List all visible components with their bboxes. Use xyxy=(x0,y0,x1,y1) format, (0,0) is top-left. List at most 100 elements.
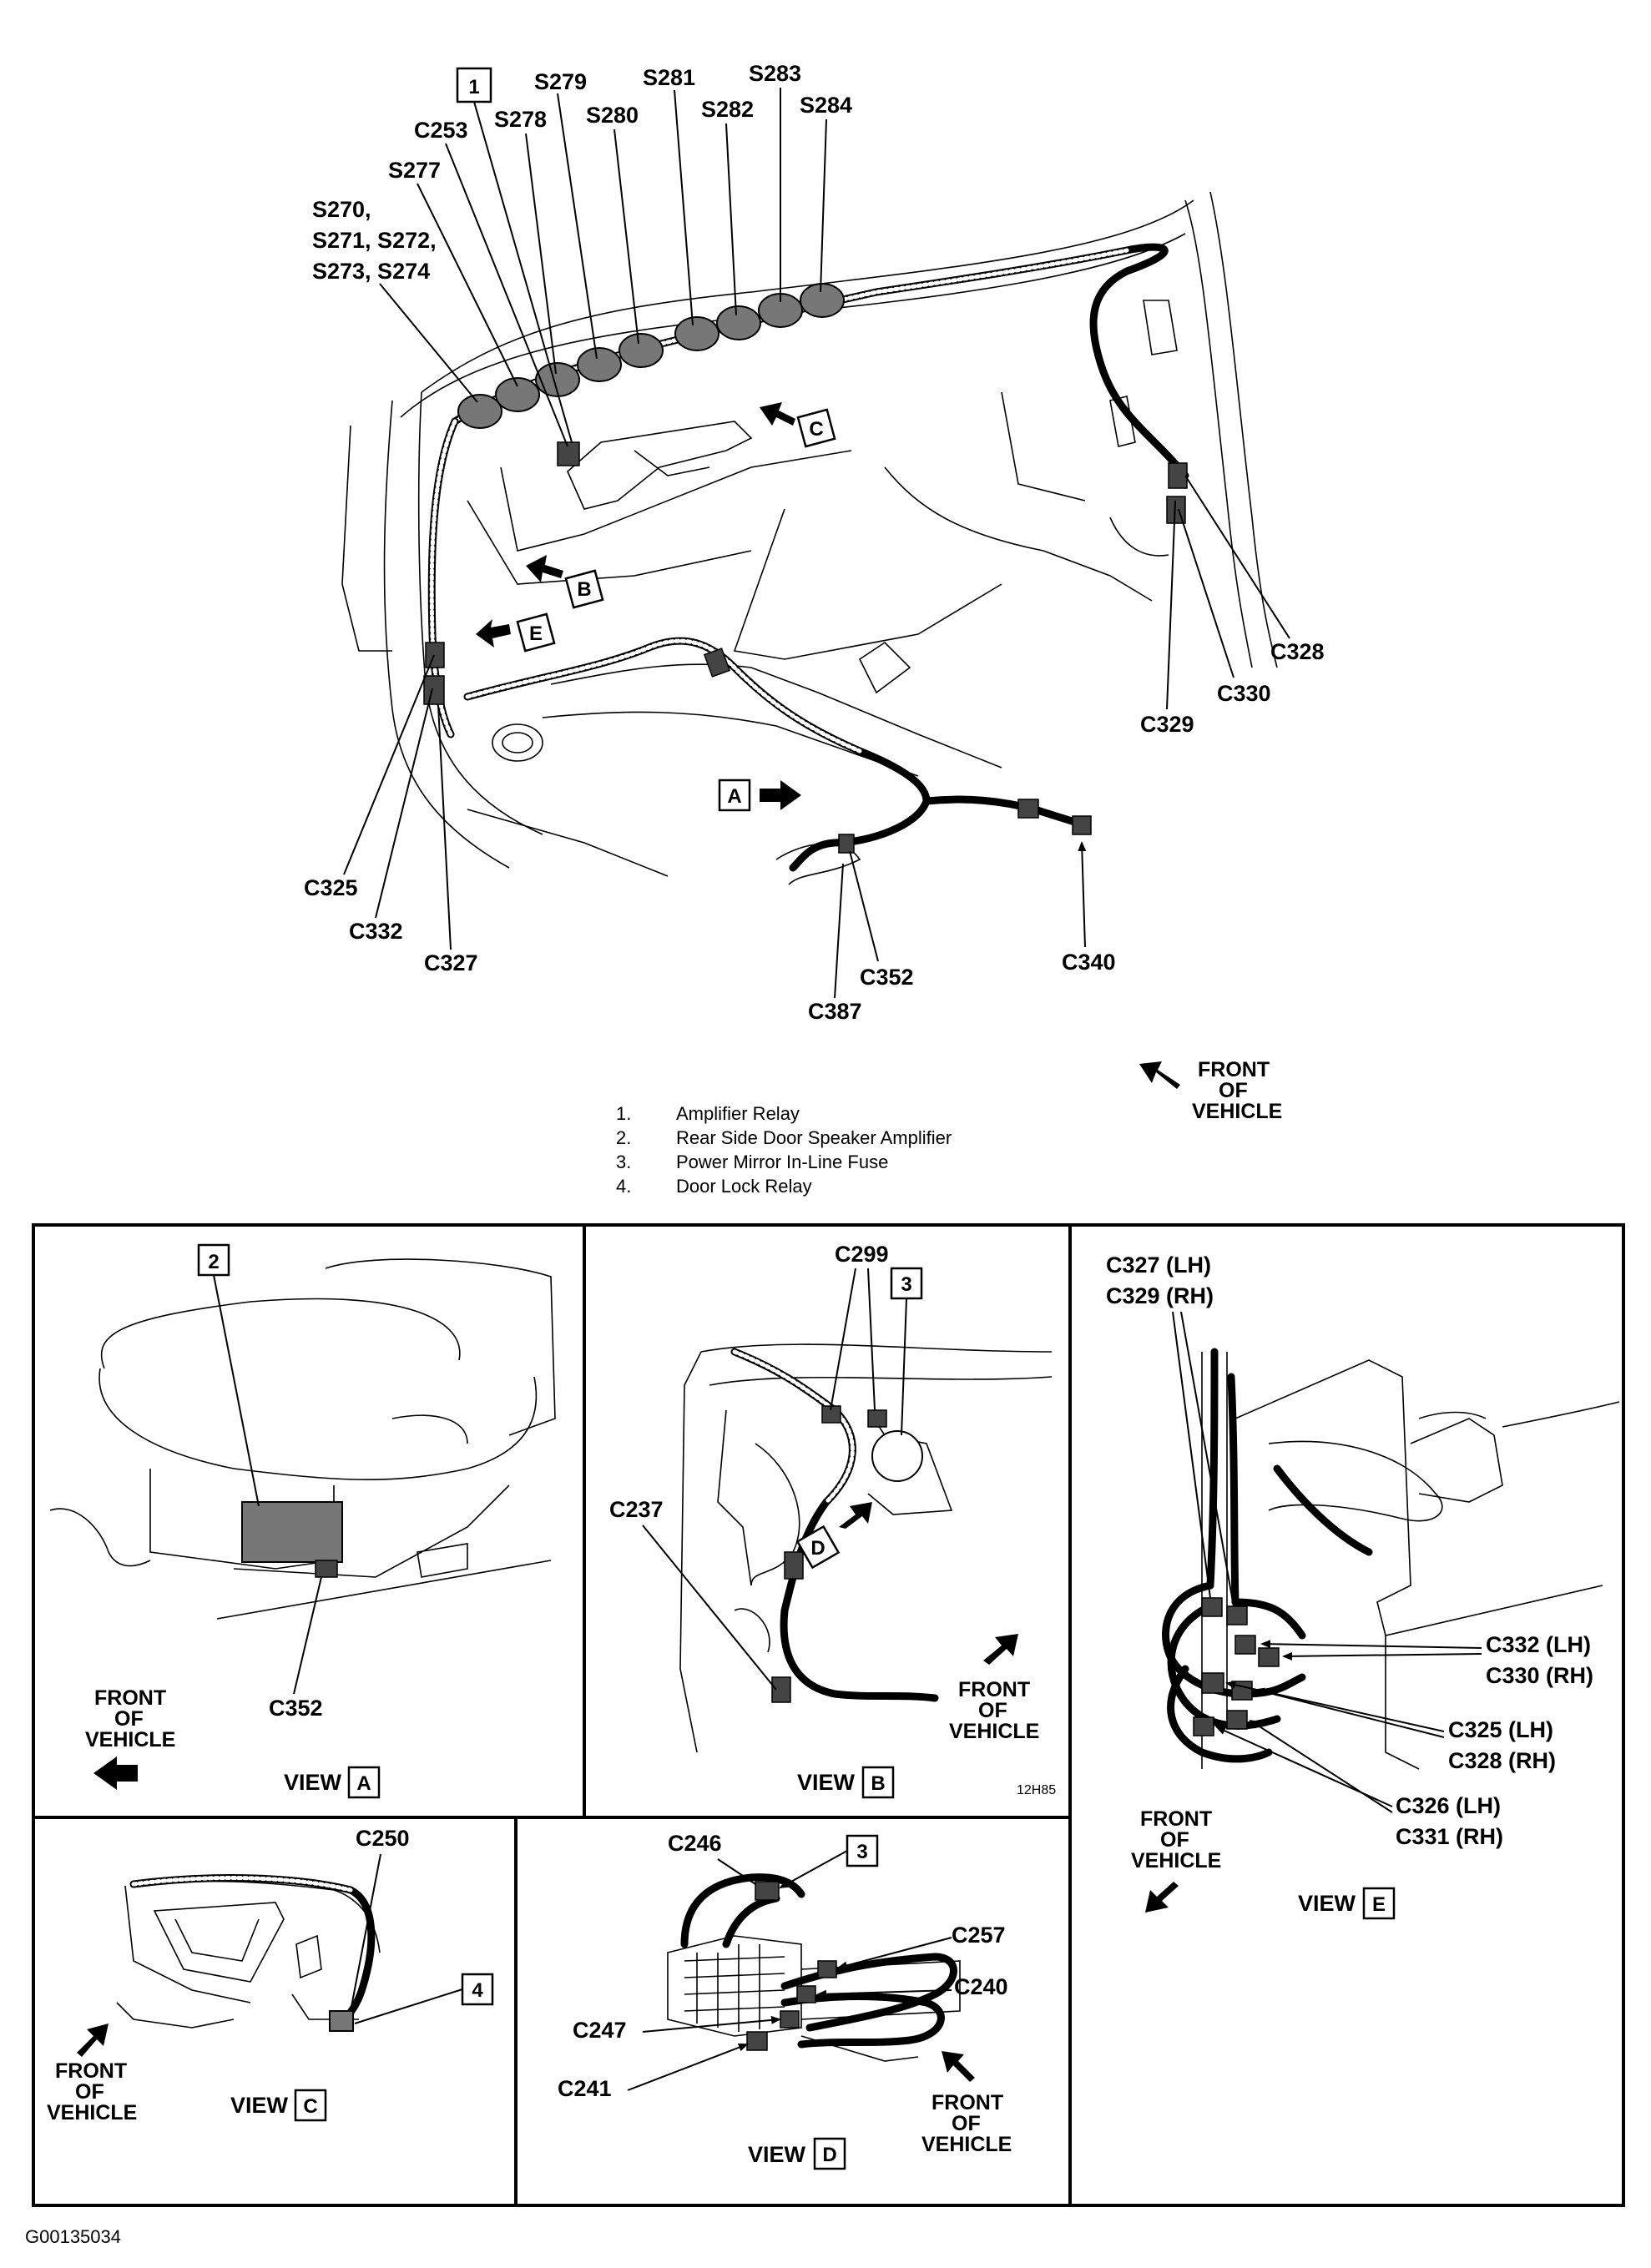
floor-console-drawing xyxy=(116,1880,381,2029)
view-c-label-c250: C250 xyxy=(356,1826,410,1851)
arrow-left-icon xyxy=(93,1756,138,1790)
vehicle-word: VEHICLE xyxy=(921,2133,1012,2156)
arrow-up-left-icon xyxy=(1139,1061,1180,1089)
legend-text-3: Power Mirror In-Line Fuse xyxy=(676,1152,888,1172)
view-b-arrow-d: D xyxy=(795,1502,872,1570)
view-arrow-b: B xyxy=(526,555,604,609)
view-d-label-c240: C240 xyxy=(954,1974,1008,1999)
view-a-front: FRONT OF VEHICLE xyxy=(85,1686,175,1790)
of-word: OF xyxy=(1219,1079,1248,1102)
arrow-left-icon xyxy=(526,555,563,582)
legend-num-1: 1. xyxy=(616,1103,631,1124)
label-c330: C330 xyxy=(1217,681,1271,706)
vehicle-word: VEHICLE xyxy=(1131,1849,1221,1872)
vehicle-word: VEHICLE xyxy=(47,2101,137,2124)
view-b-code: 12H85 xyxy=(1017,1783,1056,1797)
floor-harness xyxy=(463,637,1092,885)
view-e-label-c325: C325 (LH) xyxy=(1448,1717,1553,1742)
front-word: FRONT xyxy=(932,2091,1003,2114)
view-a-letter: A xyxy=(356,1772,371,1795)
label-s277: S277 xyxy=(388,158,441,183)
arrow-left-icon xyxy=(760,402,795,426)
view-a-word: VIEW xyxy=(284,1770,342,1795)
view-e-label-c332: C332 (LH) xyxy=(1486,1632,1591,1657)
label-s278: S278 xyxy=(494,107,547,132)
view-c-letter: C xyxy=(303,2095,317,2118)
label-s284: S284 xyxy=(800,93,852,118)
label-s279: S279 xyxy=(534,69,587,94)
view-e-label-c326: C326 (LH) xyxy=(1396,1793,1501,1818)
view-d-panel: 3 C246 C257 C240 C247 C241 FRONT OF VEHI… xyxy=(558,1831,1012,2170)
callout-1: 1 xyxy=(468,76,479,98)
label-s281: S281 xyxy=(643,65,695,90)
of-word: OF xyxy=(1160,1828,1189,1852)
door-lock-relay xyxy=(329,2010,354,2032)
legend-text-4: Door Lock Relay xyxy=(676,1176,812,1197)
view-d-letter: D xyxy=(822,2144,836,2166)
view-arrow-a: A xyxy=(718,779,801,812)
view-e-label-c331: C331 (RH) xyxy=(1396,1824,1503,1849)
main-view: 1 S279 S281 S283 C253 S278 S280 S282 S28… xyxy=(304,61,1325,1123)
view-arrow-c-letter: C xyxy=(809,418,823,441)
view-b-label-c299: C299 xyxy=(835,1242,889,1267)
view-b-panel: 3 C299 C237 D FRONT OF VEHICLE 12H85 VIE… xyxy=(609,1242,1056,1799)
label-c387: C387 xyxy=(808,999,862,1024)
view-b-letter-d: D xyxy=(810,1537,825,1560)
label-c327: C327 xyxy=(424,950,478,975)
front-word: FRONT xyxy=(55,2059,127,2083)
leader-lines xyxy=(343,88,1290,999)
label-s280: S280 xyxy=(586,103,639,128)
view-e-label-c329: C329 (RH) xyxy=(1106,1283,1214,1308)
label-c332: C332 xyxy=(349,919,403,944)
detail-frame xyxy=(32,1223,1625,2207)
vehicle-word: VEHICLE xyxy=(85,1728,175,1751)
view-d-front: FRONT OF VEHICLE xyxy=(921,2051,1012,2156)
view-c-callout-4: 4 xyxy=(472,1979,483,2002)
of-word: OF xyxy=(114,1707,144,1731)
label-s270-line1: S270, xyxy=(312,197,371,222)
view-a-panel: 2 C352 FRONT OF VEHICLE VIEW A xyxy=(49,1243,556,1799)
legend-text-2: Rear Side Door Speaker Amplifier xyxy=(676,1127,952,1148)
view-b-front: FRONT OF VEHICLE xyxy=(949,1634,1039,1743)
arrow-up-right-icon xyxy=(983,1634,1018,1665)
arrow-up-left-icon xyxy=(942,2051,975,2082)
front-word: FRONT xyxy=(1198,1058,1270,1081)
view-d-word: VIEW xyxy=(748,2142,806,2167)
arrow-up-right-icon xyxy=(839,1502,872,1529)
legend-num-2: 2. xyxy=(616,1127,631,1148)
view-arrow-a-letter: A xyxy=(727,785,741,808)
legend-num-3: 3. xyxy=(616,1152,631,1172)
view-c-word: VIEW xyxy=(230,2093,289,2118)
pillar-drawing xyxy=(679,1343,1053,1753)
view-e-label-c330: C330 (RH) xyxy=(1486,1663,1593,1688)
view-d-callout-3: 3 xyxy=(856,1841,867,1863)
view-arrow-c: C xyxy=(760,402,836,448)
view-d-label-c246: C246 xyxy=(668,1831,722,1856)
view-d-label-c241: C241 xyxy=(558,2076,612,2101)
view-e-label-c327: C327 (LH) xyxy=(1106,1252,1211,1278)
view-arrow-b-letter: B xyxy=(577,578,591,601)
of-word: OF xyxy=(75,2080,104,2104)
label-c352: C352 xyxy=(860,965,914,990)
legend: 1. Amplifier Relay 2. Rear Side Door Spe… xyxy=(616,1103,952,1197)
view-d-label-c257: C257 xyxy=(952,1923,1006,1948)
view-d-label-c247: C247 xyxy=(573,2018,627,2043)
view-e-letter: E xyxy=(1372,1893,1386,1916)
view-b-letter: B xyxy=(871,1772,885,1795)
arrow-left-icon xyxy=(476,619,511,648)
door-jamb-drawing xyxy=(1201,1352,1620,1770)
arrow-right-icon xyxy=(760,780,801,810)
front-word: FRONT xyxy=(94,1686,166,1710)
view-e-word: VIEW xyxy=(1298,1891,1356,1916)
figure-id: G00135034 xyxy=(25,2226,121,2247)
legend-text-1: Amplifier Relay xyxy=(676,1103,800,1124)
view-b-callout-3: 3 xyxy=(901,1273,911,1296)
view-e-front: FRONT OF VEHICLE xyxy=(1131,1807,1221,1913)
vehicle-word: VEHICLE xyxy=(949,1720,1039,1743)
view-e-label-c328: C328 (RH) xyxy=(1448,1748,1556,1773)
front-word: FRONT xyxy=(1140,1807,1212,1831)
label-c253: C253 xyxy=(414,118,468,143)
front-of-vehicle-main: FRONT OF VEHICLE xyxy=(1139,1058,1282,1123)
amplifier-module xyxy=(241,1501,343,1563)
